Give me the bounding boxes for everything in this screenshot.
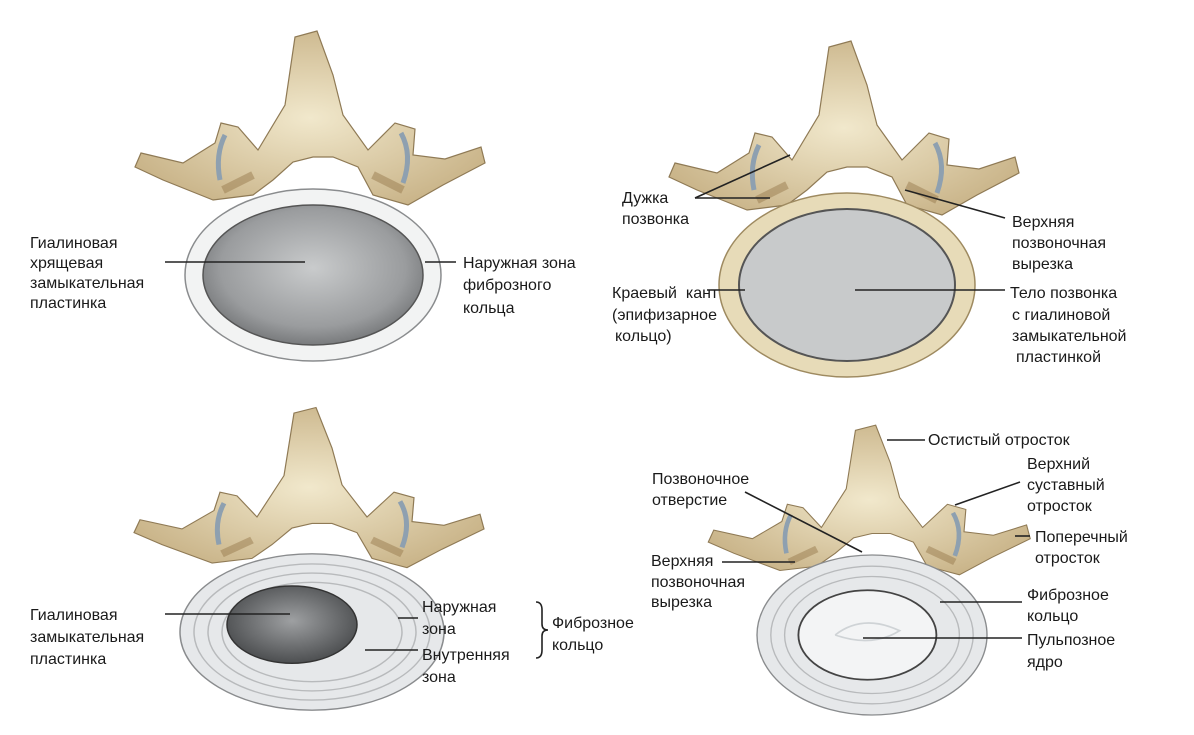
label-line: замыкательной bbox=[1012, 328, 1127, 345]
label-line: позвоночная bbox=[651, 574, 745, 591]
label-line: зона bbox=[422, 621, 456, 638]
label-line: Фиброзное bbox=[552, 615, 634, 632]
label-hyaline-cartilage-plate: Гиалиновая хрящевая замыкательная пласти… bbox=[30, 235, 144, 312]
label-line: Внутренняя bbox=[422, 647, 510, 664]
label-line: кольцо) bbox=[615, 328, 672, 345]
label-line: Пульпозное bbox=[1027, 632, 1115, 649]
label-line: Позвоночное bbox=[652, 471, 749, 488]
label-hyaline-plate-bottom: Гиалиновая замыкательная пластинка bbox=[30, 607, 144, 668]
label-line: Остистый отросток bbox=[928, 432, 1071, 449]
label-line: Наружная зона bbox=[463, 255, 576, 272]
vertebra-top-right bbox=[669, 41, 1019, 378]
label-line: Верхний bbox=[1027, 456, 1090, 473]
label-outer-zone: Наружная зона bbox=[422, 599, 496, 638]
vertebra-bottom-right bbox=[708, 425, 1030, 716]
label-line: кольцо bbox=[552, 637, 603, 654]
label-line: отросток bbox=[1027, 498, 1093, 515]
label-line: ядро bbox=[1027, 654, 1063, 671]
label-line: кольцо bbox=[1027, 608, 1078, 625]
label-inner-zone: Внутренняя зона bbox=[422, 647, 510, 686]
leader-lines bbox=[165, 154, 1030, 659]
label-line: пластинка bbox=[30, 651, 106, 668]
label-line: с гиалиновой bbox=[1012, 307, 1110, 324]
label-line: Верхняя bbox=[651, 553, 713, 570]
label-line: замыкательная bbox=[30, 275, 144, 292]
label-outer-zone-annulus: Наружная зона фиброзного кольца bbox=[463, 255, 576, 317]
label-line: кольца bbox=[463, 300, 515, 317]
label-annulus-fibrosus: Фиброзное кольцо bbox=[1027, 587, 1109, 625]
label-vertebral-foramen: Позвоночное отверстие bbox=[652, 471, 749, 509]
label-epiphyseal-ring: Краевый кант (эпифизарное кольцо) bbox=[612, 285, 719, 345]
vertebra-top-left bbox=[135, 31, 485, 362]
label-line: Краевый кант bbox=[612, 285, 719, 302]
label-line: Фиброзное bbox=[1027, 587, 1109, 604]
label-line: вырезка bbox=[651, 594, 712, 611]
label-line: Гиалиновая bbox=[30, 607, 118, 624]
label-line: вырезка bbox=[1012, 256, 1073, 273]
label-line: Гиалиновая bbox=[30, 235, 118, 252]
label-line: хрящевая bbox=[30, 255, 103, 272]
label-transverse-process: Поперечный отросток bbox=[1035, 529, 1128, 567]
label-line: отросток bbox=[1035, 550, 1101, 567]
label-line: Поперечный bbox=[1035, 529, 1128, 546]
label-line: (эпифизарное bbox=[612, 307, 717, 324]
label-line: Тело позвонка bbox=[1010, 285, 1117, 302]
label-line: позвоночная bbox=[1012, 235, 1106, 252]
label-superior-notch-top: Верхняя позвоночная вырезка bbox=[1012, 214, 1106, 273]
label-line: фиброзного bbox=[463, 277, 551, 294]
label-line: Верхняя bbox=[1012, 214, 1074, 231]
label-line: Наружная bbox=[422, 599, 496, 616]
label-line: замыкательная bbox=[30, 629, 144, 646]
label-superior-articular-process: Верхний суставный отросток bbox=[1027, 456, 1105, 515]
label-line: зона bbox=[422, 669, 456, 686]
label-line: пластинкой bbox=[1016, 349, 1101, 366]
label-nucleus-pulposus: Пульпозное ядро bbox=[1027, 632, 1115, 671]
label-spinous-process: Остистый отросток bbox=[928, 432, 1071, 449]
vertebra-bottom-left bbox=[134, 408, 484, 711]
label-line: отверстие bbox=[652, 492, 727, 509]
label-line: Дужка bbox=[622, 190, 668, 207]
label-superior-notch-bottom: Верхняя позвоночная вырезка bbox=[651, 553, 745, 611]
label-line: позвонка bbox=[622, 211, 689, 228]
label-vertebral-body: Тело позвонка с гиалиновой замыкательной… bbox=[1010, 285, 1127, 366]
label-annulus-fibrosus-brace: Фиброзное кольцо bbox=[552, 615, 634, 654]
label-line: суставный bbox=[1027, 477, 1105, 494]
label-line: пластинка bbox=[30, 295, 106, 312]
label-vertebral-arch: Дужка позвонка bbox=[622, 190, 689, 228]
